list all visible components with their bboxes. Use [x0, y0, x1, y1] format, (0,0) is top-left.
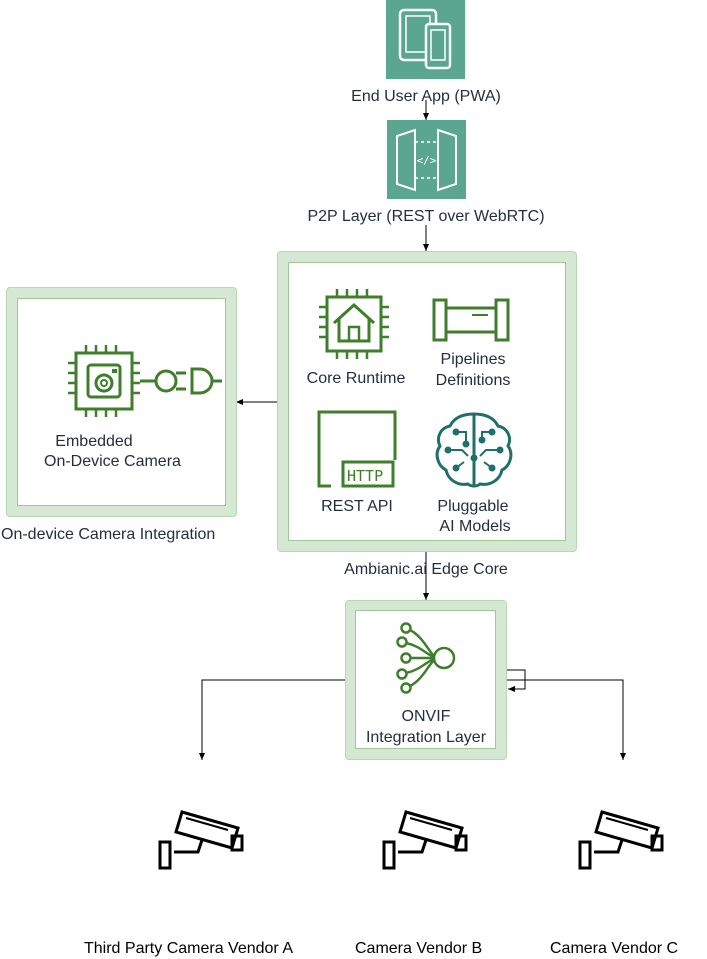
onvif-hub-icon	[396, 622, 456, 694]
on-device-inner	[17, 298, 226, 506]
embedded-camera-icon	[68, 345, 222, 417]
ai-models-label-line2: AI Models	[439, 518, 511, 535]
ai-models-icon	[435, 412, 513, 488]
vendor-a-label: Third Party Camera Vendor A	[84, 940, 293, 957]
rest-api-icon	[317, 410, 397, 488]
ai-models-label-line1: Pluggable	[437, 498, 509, 515]
http-tag: HTTP	[347, 467, 384, 485]
pipelines-label-line1: Pipelines	[440, 351, 506, 368]
vendor-b-label: Camera Vendor B	[355, 940, 483, 957]
p2p-layer-icon: </>	[387, 120, 466, 199]
end-user-app-label: End User App (PWA)	[351, 88, 501, 105]
onvif-to-vendor-b-arrow	[506, 669, 526, 692]
onvif-inner	[355, 610, 496, 749]
onvif-to-vendor-a-arrow	[199, 679, 346, 760]
onvif-label-line2: Integration Layer	[365, 729, 487, 746]
onvif-to-vendor-c-arrow	[506, 679, 626, 760]
pipelines-icon	[432, 298, 510, 342]
core-runtime-icon	[319, 289, 389, 359]
onvif-label-line1: ONVIF	[401, 708, 451, 725]
core-runtime-label: Core Runtime	[306, 370, 406, 387]
embedded-camera-label-line1: Embedded	[55, 433, 133, 450]
on-device-integration-label: On-device Camera Integration	[1, 526, 216, 543]
edge-core-inner	[288, 262, 566, 541]
svg-text:</>: </>	[417, 154, 437, 167]
edge-core-label: Ambianic.ai Edge Core	[344, 561, 508, 578]
camera-vendor-c-icon	[578, 810, 664, 870]
p2p-layer-label: P2P Layer (REST over WebRTC)	[307, 208, 545, 225]
camera-vendor-a-icon	[158, 810, 244, 870]
camera-vendor-b-icon	[382, 810, 468, 870]
vendor-c-label: Camera Vendor C	[550, 940, 679, 957]
pipelines-label-line2: Definitions	[435, 372, 511, 389]
end-user-app-icon	[386, 0, 465, 79]
rest-api-label: REST API	[321, 498, 393, 515]
embedded-camera-label-line2: On-Device Camera	[44, 453, 181, 470]
